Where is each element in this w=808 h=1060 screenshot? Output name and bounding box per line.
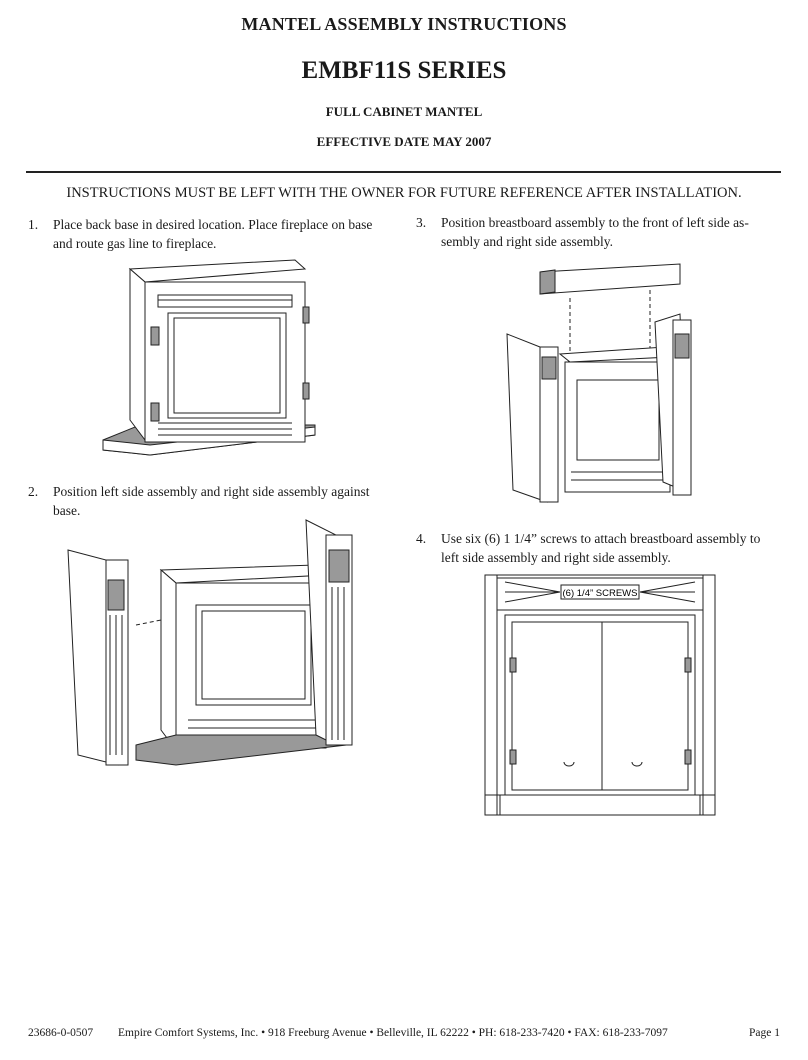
screws-label: (6) 1/4” SCREWS [563,588,638,599]
breastboard-assembly [539,263,681,295]
document-title: MANTEL ASSEMBLY INSTRUCTIONS [241,14,567,34]
step-text-line: base. [53,503,81,518]
step-number: 3. [416,215,427,230]
figure-fireplace-on-base [102,259,316,456]
owner-notice: INSTRUCTIONS MUST BE LEFT WITH THE OWNER… [66,185,742,201]
step-4: 4. Use six (6) 1 1/4” screws to attach b… [416,529,786,569]
page-number: Page 1 [749,1027,780,1039]
figure-screw-attachment: (6) 1/4” SCREWS [484,574,716,816]
step-number: 4. [416,531,427,546]
company-info: Empire Comfort Systems, Inc. • 918 Freeb… [118,1027,668,1039]
step-text-line: and route gas line to fireplace. [53,236,217,251]
step-text-line: Position left side assembly and right si… [53,484,370,499]
step-number: 2. [28,484,39,499]
fireplace-glass [167,312,287,419]
step-1: 1. Place back base in desired location. … [28,215,398,255]
effective-date: EFFECTIVE DATE MAY 2007 [316,134,492,149]
product-subtitle: FULL CABINET MANTEL [325,104,483,119]
fireplace-side [129,267,146,442]
figure-sides-against-base [67,519,353,766]
series-title: EMBF11S SERIES [301,57,507,84]
step-number: 1. [28,217,39,232]
step-2: 2. Position left side assembly and right… [28,482,398,522]
figure-breastboard-position [506,263,692,503]
step-text-line: sembly and right side assembly. [441,234,613,249]
step-3: 3. Position breastboard assembly to the … [416,213,786,253]
part-number: 23686-0-0507 [28,1027,94,1039]
step-text-line: Use six (6) 1 1/4” screws to attach brea… [441,531,761,546]
step-text-line: left side assembly and right side assemb… [441,550,671,565]
header-divider [26,171,781,173]
breastboard-assembly [496,577,704,611]
fireplace-top [128,259,307,283]
step-text-line: Position breastboard assembly to the fro… [441,215,749,230]
mantel-front-view [484,574,716,816]
step-text-line: Place back base in desired location. Pla… [53,217,373,232]
